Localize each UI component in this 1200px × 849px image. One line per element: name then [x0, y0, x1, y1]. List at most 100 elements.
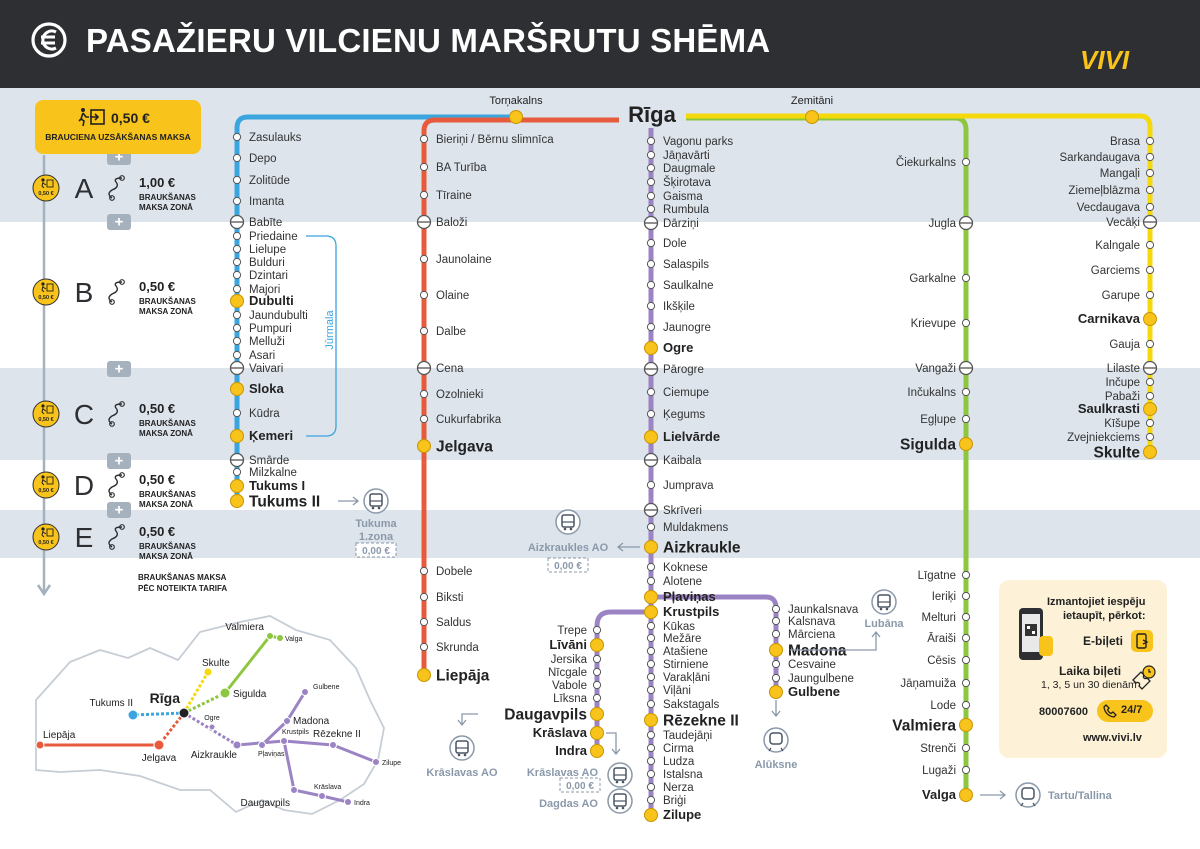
station-label: Krievupe: [911, 318, 956, 330]
zone-route-icon-b-end: [119, 279, 125, 285]
tukums-bus-fare-box: [355, 542, 397, 558]
fare-start-label: BRAUCIENA UZSĀKŠANAS MAKSA: [45, 132, 191, 142]
station-label: Priedaine: [249, 231, 298, 243]
zone-label2-b: MAKSA ZONĀ: [139, 307, 193, 316]
station-label: Aizkraukle: [663, 540, 741, 557]
station-label: Kūdra: [249, 408, 280, 420]
mini-city-label: Liepāja: [43, 730, 76, 741]
station-n-cgale: [592, 667, 602, 677]
mini-city-madona: [283, 717, 291, 725]
station-vagonu-parks: [646, 136, 656, 146]
plus-sign-1-text: +: [115, 214, 124, 231]
mini-line: [260, 719, 289, 747]
station-label: Ozolnieki: [436, 389, 483, 401]
mini-city-label: Jelgava: [142, 753, 177, 764]
station-label: Lugaži: [922, 765, 956, 777]
zone-label1-d: BRAUKŠANAS: [139, 490, 197, 499]
mini-city-jelgava: [153, 739, 165, 751]
plus-sign-1: [107, 214, 131, 230]
station-luga-i: [961, 765, 971, 775]
kraslava-right-label: Krāslavas AO: [527, 767, 599, 779]
station-label: Ludza: [663, 756, 695, 768]
station-label: Jersika: [551, 654, 588, 666]
station-label: Biksti: [436, 592, 463, 604]
station-label: Asari: [249, 350, 275, 362]
station-label: Zilupe: [663, 807, 701, 822]
arrow-tartu: [980, 790, 1007, 800]
mini-city-label: Zilupe: [382, 760, 401, 767]
mini-line: [223, 635, 272, 694]
station-vabole: [592, 680, 602, 690]
station-melturi: [961, 612, 971, 622]
tukums-bus-icon-wheel: [371, 506, 375, 510]
station-label: Ciemupe: [663, 387, 709, 399]
tartu-train-rail: [1020, 802, 1036, 807]
station-label: Mārciena: [788, 629, 836, 641]
station-koknese: [646, 562, 656, 572]
station-label: Dubulti: [249, 293, 294, 308]
tukums-bus-zone: 1.zona: [359, 531, 394, 543]
station-kalngale: [1145, 240, 1155, 250]
kraslava-right-bus-icon-body: [613, 767, 627, 781]
website-link[interactable]: www.vivi.lv: [1083, 732, 1142, 744]
zone-label2-d: MAKSA ZONĀ: [139, 500, 193, 509]
station-j-av-rti: [646, 150, 656, 160]
station-label: Imanta: [249, 196, 285, 208]
tariff-note-2: PĒC NOTEIKTA TARIFA: [138, 584, 227, 593]
station-label: Skulte: [1093, 445, 1140, 462]
mini-city-aizkraukle: [232, 740, 242, 750]
zone-label2-e: MAKSA ZONĀ: [139, 552, 193, 561]
hub-riga-bg: [619, 102, 685, 128]
zone-coin-icon-d-door: [46, 476, 54, 485]
station-vi-ni: [646, 685, 656, 695]
station-cirma: [646, 743, 656, 753]
station-label: Majori: [249, 284, 280, 296]
station-eg-upe: [961, 414, 971, 424]
station-label: Melluži: [249, 336, 285, 348]
mini-line: [293, 788, 323, 798]
mini-city-label: Gulbene: [313, 684, 340, 691]
station-t-raine: [419, 190, 429, 200]
line-daugavpils: [594, 609, 651, 750]
arrow-tukums-bus: [338, 496, 360, 506]
zone-band-e: [0, 510, 1200, 558]
station-paba-i: [1145, 391, 1155, 401]
dagda-bus-icon-wheel: [615, 806, 619, 810]
station-label: Nīcgale: [548, 667, 587, 679]
phone-hours-badge[interactable]: 24/7: [1097, 700, 1153, 722]
mini-city-sigulda: [219, 687, 231, 699]
station-label: Vabole: [552, 680, 587, 692]
zone-letter-d: D: [74, 470, 94, 501]
zone-coin-icon-b-door: [46, 283, 54, 292]
station-label: Inčupe: [1105, 377, 1140, 389]
station-jaunogre: [646, 322, 656, 332]
tukums-bus-label: Tukuma: [355, 518, 397, 530]
station-jaundubulti: [232, 310, 242, 320]
station-label: Čiekurkalns: [896, 156, 956, 169]
station-label: Saldus: [436, 617, 471, 629]
station-sigulda: [959, 437, 973, 451]
station-majori: [232, 284, 242, 294]
station-label: Ķegums: [663, 409, 705, 421]
zone-route-icon-c: [108, 403, 123, 425]
station-p-avi-as: [644, 590, 658, 604]
station-valga: [959, 788, 973, 802]
zone-coin-icon-b-text: 0,50 €: [38, 295, 53, 301]
ticket-enter-icon: [78, 108, 105, 127]
plus-sign-2: [107, 361, 131, 377]
zone-coin-icon-d-person-body: [41, 478, 47, 486]
zone-route-icon-b-start: [109, 299, 115, 305]
aluksne-train-body: [769, 732, 783, 745]
zone-coin-icon-e: [32, 523, 60, 551]
zone-coin-icon-b-person: [41, 282, 45, 286]
mini-city-r-zekne-ii: [329, 741, 337, 749]
station-aizkraukle: [644, 540, 658, 554]
mini-city-zilupe: [372, 758, 380, 766]
tartu-label: Tartu/Tallina: [1048, 790, 1113, 802]
phone-number[interactable]: 80007600: [1039, 706, 1088, 718]
station-label: Dobele: [436, 566, 472, 578]
station-label: Cesvaine: [788, 659, 836, 671]
aluksne-train-icon: [763, 727, 789, 753]
tukums-bus-fare: 0,00 €: [362, 546, 390, 557]
info-title-1: Izmantojiet iespēju: [1047, 596, 1146, 608]
